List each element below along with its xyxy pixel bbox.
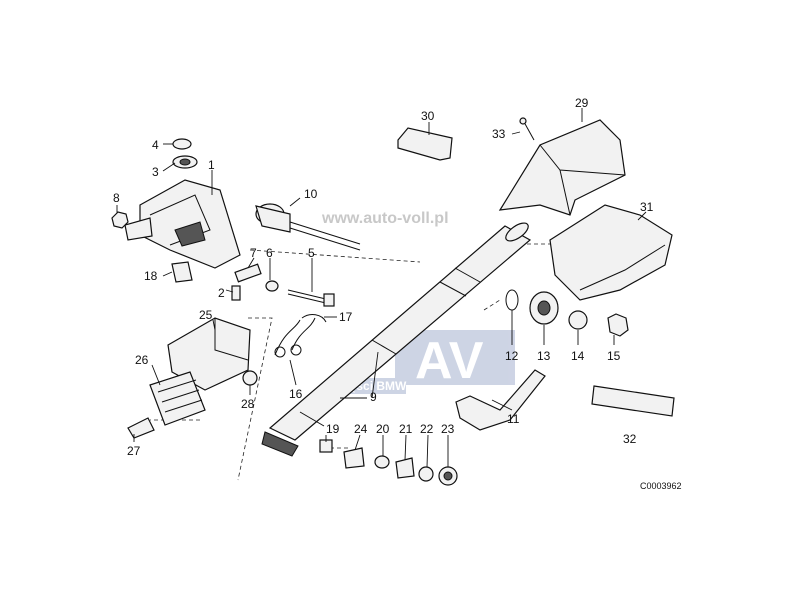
callout-1: 1 (208, 158, 215, 172)
callout-14: 14 (571, 349, 585, 363)
bracket-21 (395, 457, 415, 479)
clip-24 (343, 447, 365, 469)
callout-16: 16 (289, 387, 303, 401)
callout-15: 15 (607, 349, 621, 363)
steering-column-tube (261, 222, 532, 457)
callout-2: 2 (218, 286, 225, 300)
sleeve-7 (234, 263, 262, 283)
nut-23 (438, 466, 458, 486)
key-cylinder-27 (127, 417, 155, 439)
lower-cover-31 (549, 204, 673, 301)
clip-18 (171, 261, 193, 283)
rubber-boot-26 (149, 371, 206, 426)
callout-28: 28 (241, 397, 255, 411)
callout-30: 30 (421, 109, 435, 123)
spring-clip-17 (301, 314, 327, 323)
callout-19: 19 (326, 422, 340, 436)
callout-4: 4 (152, 138, 159, 152)
rubber-mount-3 (172, 155, 198, 169)
bushing-14 (568, 310, 588, 330)
callout-20: 20 (376, 422, 390, 436)
callout-13: 13 (537, 349, 551, 363)
mounting-bracket (124, 179, 241, 269)
callout-31: 31 (640, 200, 654, 214)
nut-8 (111, 211, 129, 229)
bolt-5 (287, 289, 335, 307)
callout-27: 27 (127, 444, 141, 458)
snap-ring-12 (505, 289, 519, 311)
callout-labels: 1 2 3 4 5 6 7 8 9 10 11 12 13 14 15 16 1… (113, 96, 654, 458)
callout-26: 26 (135, 353, 149, 367)
callout-12: 12 (505, 349, 519, 363)
trim-pad-30 (397, 127, 453, 161)
callout-18: 18 (144, 269, 158, 283)
callout-23: 23 (441, 422, 455, 436)
bearing-13 (529, 291, 559, 325)
callout-17: 17 (339, 310, 353, 324)
callout-22: 22 (420, 422, 434, 436)
washer-6 (265, 280, 279, 292)
callout-21: 21 (399, 422, 413, 436)
watermark-logo-letters: AV (415, 332, 484, 390)
callout-29: 29 (575, 96, 589, 110)
callout-25: 25 (199, 308, 213, 322)
watermark-site: www.auto-voll.pl (321, 210, 449, 227)
callout-10: 10 (304, 187, 318, 201)
steering-shaft (255, 203, 361, 251)
leader-lines (116, 108, 647, 468)
bolt-2 (231, 285, 241, 301)
spring-clip-16 (274, 317, 316, 358)
washer-22 (418, 466, 434, 482)
upper-cover-29 (498, 119, 626, 216)
cover-strip-32 (591, 385, 675, 417)
callout-8: 8 (113, 191, 120, 205)
nut-15 (607, 313, 629, 337)
callout-9: 9 (370, 390, 377, 404)
rubber-cap-4 (172, 138, 192, 150)
callout-3: 3 (152, 165, 159, 179)
callout-32: 32 (623, 432, 637, 446)
diagram-code: C0003962 (640, 481, 682, 491)
callout-6: 6 (266, 246, 273, 260)
callout-7: 7 (250, 246, 257, 260)
callout-24: 24 (354, 422, 368, 436)
washer-20 (374, 455, 390, 469)
callout-5: 5 (308, 246, 315, 260)
adjustment-lever-11 (455, 369, 546, 431)
screw-33 (519, 117, 535, 141)
callout-33: 33 (492, 127, 506, 141)
watermark-logo: AV Części BMW (332, 330, 515, 394)
callout-11: 11 (507, 412, 520, 426)
